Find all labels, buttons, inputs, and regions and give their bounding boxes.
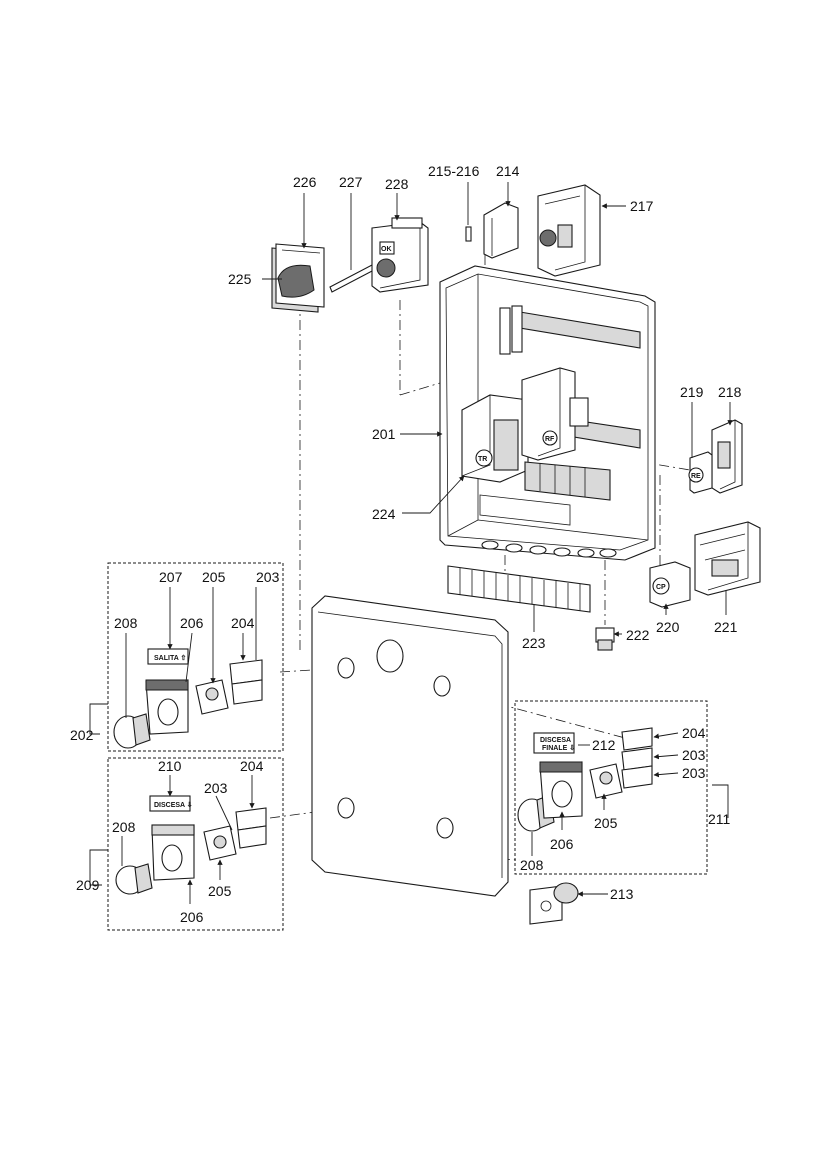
re-mark: RE: [691, 473, 701, 480]
label-219: 219: [680, 384, 704, 400]
motor-protection-switch-part: [537, 184, 601, 277]
label-227: 227: [339, 174, 363, 190]
rotary-handle-part: [271, 243, 325, 313]
label-218: 218: [718, 384, 742, 400]
label-208a: 208: [114, 615, 138, 631]
label-208c: 208: [520, 857, 544, 873]
shaft-part: [329, 264, 375, 293]
part-labels: 226 227 228 215-216 214 217 225 201 224 …: [70, 163, 742, 925]
front-cover-part: [311, 595, 509, 897]
label-217: 217: [630, 198, 654, 214]
label-220: 220: [656, 619, 680, 635]
label-210: 210: [158, 758, 182, 774]
tr-mark: TR: [478, 456, 487, 463]
label-205c: 205: [594, 815, 618, 831]
ok-mark: OK: [381, 246, 392, 253]
enclosure-box-part: TR RF: [439, 265, 656, 561]
relay-part: RE: [688, 451, 713, 494]
contact-block-part: CP: [649, 561, 691, 608]
label-214: 214: [496, 163, 520, 179]
group-box-211: [514, 700, 708, 875]
label-221: 221: [714, 619, 738, 635]
label-213: 213: [610, 886, 634, 902]
up-button-assembly: SALITA ⇧: [113, 648, 263, 749]
label-215-216: 215-216: [428, 163, 480, 179]
down-button-assembly: DISCESA ⇩: [115, 795, 267, 895]
contactor-part: [694, 521, 761, 596]
label-212: 212: [592, 737, 616, 753]
label-224: 224: [372, 506, 396, 522]
label-204a: 204: [231, 615, 255, 631]
final-down-button-assembly: DISCESA FINALE ⇩: [517, 727, 653, 832]
label-202: 202: [70, 727, 94, 743]
plate-salita: SALITA ⇧: [154, 654, 186, 662]
label-204c: 204: [682, 725, 706, 741]
label-205b: 205: [208, 883, 232, 899]
label-225: 225: [228, 271, 252, 287]
label-206a: 206: [180, 615, 204, 631]
cable-gland-part: [595, 627, 615, 651]
group-box-209: [107, 757, 284, 931]
label-206b: 206: [180, 909, 204, 925]
group-box-202: [107, 562, 284, 752]
terminal-strip-part: [447, 565, 591, 613]
main-switch-part: OK: [371, 217, 429, 293]
label-211: 211: [708, 811, 731, 827]
label-222: 222: [626, 627, 650, 643]
cp-mark: CP: [656, 584, 666, 591]
fuse-holder-part: [465, 202, 519, 259]
plate-discesa-finale-1: DISCESA: [540, 737, 571, 744]
rf-mark: RF: [545, 436, 555, 443]
label-208b: 208: [112, 819, 136, 835]
leader-lines: [89, 182, 733, 904]
plate-discesa-finale-2: FINALE ⇩: [542, 744, 575, 752]
label-205a: 205: [202, 569, 226, 585]
label-228: 228: [385, 176, 409, 192]
label-201: 201: [372, 426, 396, 442]
plate-discesa: DISCESA ⇩: [154, 801, 193, 809]
label-203c: 203: [682, 747, 706, 763]
label-203d: 203: [682, 765, 706, 781]
label-206c: 206: [550, 836, 574, 852]
label-226: 226: [293, 174, 317, 190]
label-203a: 203: [256, 569, 280, 585]
label-209: 209: [76, 877, 100, 893]
label-204b: 204: [240, 758, 264, 774]
label-203b: 203: [204, 780, 228, 796]
buzzer-part: [529, 882, 579, 925]
label-223: 223: [522, 635, 546, 651]
label-207: 207: [159, 569, 183, 585]
relay-socket-part: [711, 419, 743, 494]
